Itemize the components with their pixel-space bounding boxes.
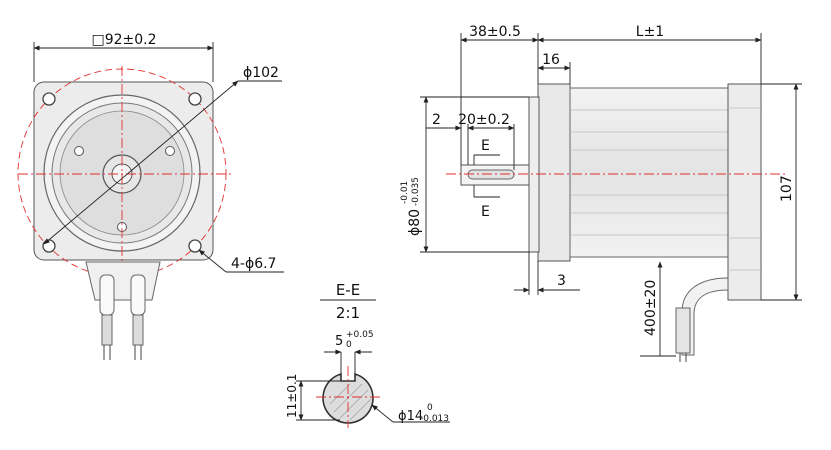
- svg-text:ϕ80: ϕ80: [407, 209, 423, 236]
- dim-lead-length: 400±20: [643, 280, 659, 336]
- section-title: E-E: [336, 281, 360, 299]
- mounting-hole: [42, 92, 56, 106]
- side-view: 38±0.5 L±1 16 2 20±0.2 E E ϕ80 -0.01: [400, 24, 802, 362]
- side-flange: [537, 83, 571, 262]
- key-width-tol-upper: +0.05: [346, 330, 374, 340]
- section-scale: 2:1: [336, 304, 360, 322]
- dim-shaft-ext: 38±0.5: [469, 24, 521, 40]
- dim-shoulder-2: 2: [432, 112, 441, 128]
- key-width: 5: [335, 334, 343, 349]
- dim-height-107: 107: [779, 175, 795, 202]
- body-fins: [570, 109, 728, 236]
- svg-text:-0.035: -0.035: [411, 177, 421, 206]
- mounting-hole: [188, 92, 202, 106]
- side-body: [569, 87, 729, 258]
- svg-text:-0.01: -0.01: [400, 181, 410, 204]
- dim-flange-thk: 3: [557, 273, 566, 289]
- dim-key-depth: 11±0.1: [285, 374, 299, 418]
- dim-square-92: □92±0.2: [91, 32, 156, 48]
- front-cable: [85, 261, 161, 360]
- front-view: □92±0.2 ϕ102 4-ϕ6.7: [17, 32, 284, 360]
- dim-shaft-dia: ϕ14: [398, 409, 423, 424]
- side-keyway: [467, 169, 515, 180]
- shaft-dia-tol-upper: 0: [427, 403, 433, 413]
- section-mark-bottom: E: [481, 204, 490, 220]
- dim-flange-16: 16: [542, 52, 560, 68]
- section-view: E-E 2:1 5 +0.05 0 11±0.1 ϕ14 0 -0.013: [285, 281, 450, 428]
- shaft-dia-tol-lower: -0.013: [420, 414, 449, 424]
- section-mark-top: E: [481, 138, 490, 154]
- dim-key-length: 20±0.2: [458, 112, 510, 128]
- dim-pilot: ϕ80 -0.01 -0.035: [400, 177, 423, 236]
- side-pilot: [528, 96, 540, 253]
- mounting-hole: [42, 239, 56, 253]
- dim-circle-102: ϕ102: [243, 65, 279, 81]
- dim-holes: 4-ϕ6.7: [231, 256, 276, 272]
- dim-body-length: L±1: [636, 24, 664, 40]
- face-screw: [165, 146, 175, 156]
- side-lead-wire: [681, 277, 729, 356]
- side-end-cap: [727, 83, 762, 301]
- face-screw: [74, 146, 84, 156]
- key-width-tol-lower: 0: [346, 340, 352, 350]
